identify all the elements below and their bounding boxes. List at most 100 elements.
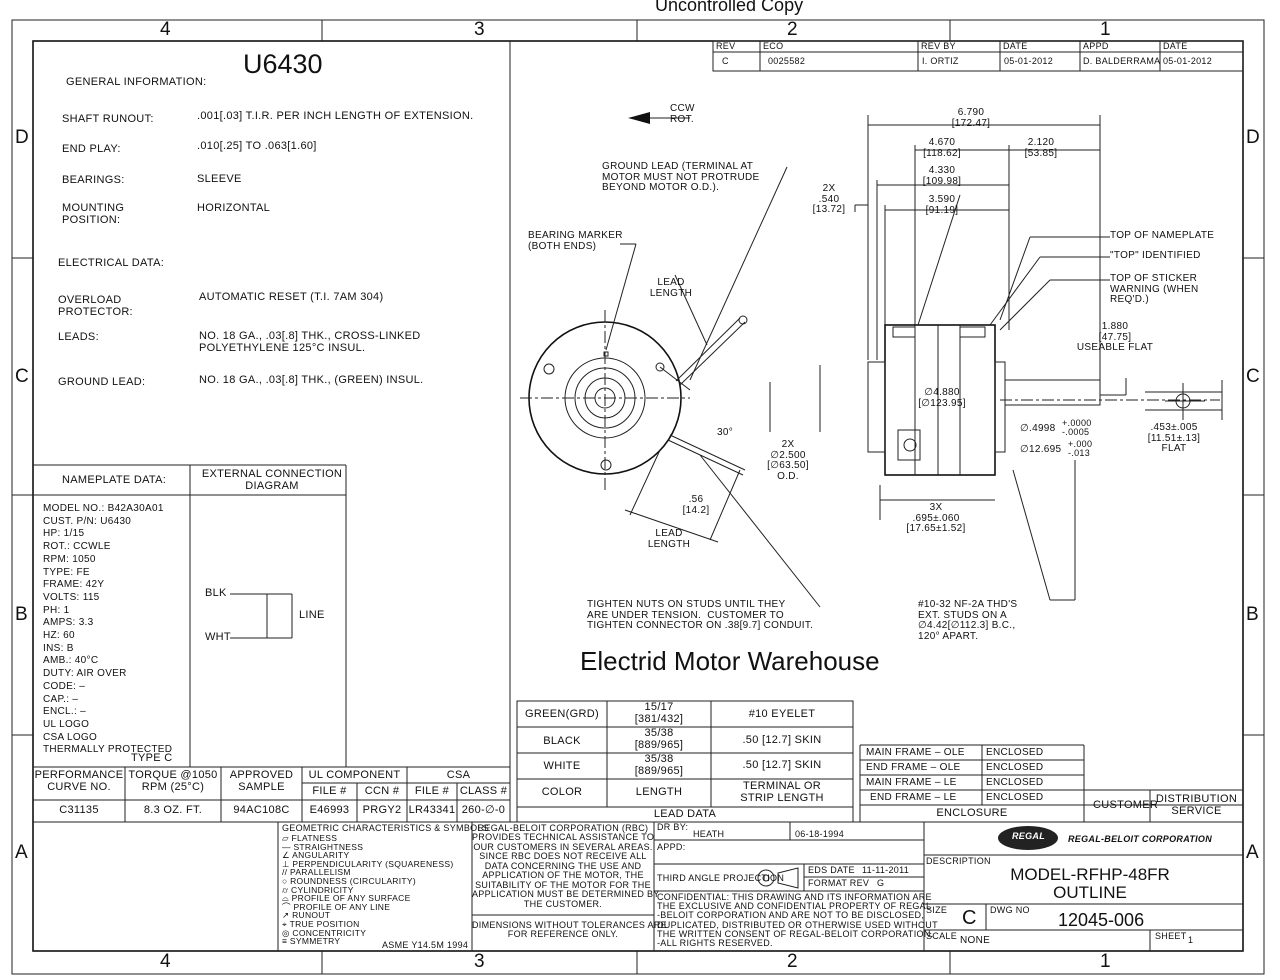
rev-header-date: DATE [1003, 41, 1028, 51]
zone-col-4-bottom: 4 [160, 951, 171, 972]
rotation-note: CCW ROT. [670, 103, 695, 125]
od-dim: 2X ∅2.500 [∅63.50] O.D. [767, 439, 809, 482]
gdt-item: ○ ROUNDNESS (CIRCULARITY) [282, 876, 417, 886]
connection-blk: BLK [205, 587, 227, 599]
lead-color: WHITE [543, 760, 581, 772]
general-value: .001[.03] T.I.R. PER INCH LENGTH OF EXTE… [197, 110, 474, 122]
dims-note: DIMENSIONS WITHOUT TOLERANCES ARE FOR RE… [472, 920, 667, 940]
shaft-tolerance: +.0000 -.0005 [1062, 418, 1092, 438]
rev-header-rev-by: REV BY [921, 41, 956, 51]
rev-by: I. ORTIZ [922, 56, 959, 66]
gdt-item: ∠ ANGULARITY [282, 850, 350, 861]
enclosure-label: END FRAME – LE [870, 792, 957, 803]
ul-header: CCN # [364, 785, 400, 797]
nameplate-line: CUST. P/N: U6430 [43, 515, 132, 527]
gdt-item: // PARALLELISM [282, 867, 351, 878]
shaft-dim: ∅.4998 [1020, 423, 1056, 434]
distribution-service: DISTRIBUTION SERVICE [1155, 793, 1238, 817]
perf-value: C31135 [59, 804, 99, 816]
dim-695: 3X .695±.060 [17.65±1.52] [906, 502, 966, 534]
perf-header: TORQUE @1050 RPM (25°C) [128, 769, 218, 793]
lead-header: TERMINAL OR STRIP LENGTH [740, 780, 824, 804]
company-name: REGAL-BELOIT CORPORATION [1068, 834, 1213, 844]
gdt-standard: ASME Y14.5M 1994 [382, 940, 469, 950]
general-label: BEARINGS: [62, 174, 125, 186]
nameplate-line: HP: 1/15 [43, 528, 85, 540]
lead-length: 35/38 [889/965] [634, 753, 684, 777]
rev-eco: 0025582 [768, 56, 806, 66]
ul-title: UL COMPONENT [308, 769, 401, 781]
dim-4670: 4.670 [118.62] [923, 137, 961, 159]
confidential-notice: CONFIDENTIAL: THIS DRAWING AND ITS INFOR… [657, 892, 938, 948]
gdt-item: ⌖ TRUE POSITION [282, 919, 360, 929]
rev-date: 05-01-2012 [1004, 56, 1054, 66]
nameplate-line: AMB.: 40°C [43, 655, 99, 667]
dim-2120: 2.120 [53.85] [1024, 137, 1058, 159]
projection-label: THIRD ANGLE PROJECTION [657, 873, 785, 883]
enclosure-label: MAIN FRAME – LE [866, 777, 957, 788]
shaft-mm-tolerance: +.000 -.013 [1068, 439, 1093, 459]
electrical-label: LEADS: [58, 331, 99, 343]
regal-logo-text: REGAL [1012, 831, 1045, 841]
angle-note: 30° [717, 427, 734, 438]
connection-line: LINE [299, 609, 325, 621]
lead-header: LENGTH [635, 786, 683, 798]
nameplate-line: HZ: 60 [43, 630, 75, 641]
sheet-label: SHEET [1155, 931, 1187, 941]
ground-lead-note: GROUND LEAD (TERMINAL AT MOTOR MUST NOT … [602, 161, 760, 193]
eds-label: EDS DATE [808, 865, 855, 875]
ul-value: 260-∅-0 [461, 804, 506, 816]
electrical-title: ELECTRICAL DATA: [58, 257, 165, 269]
perf-header: PERFORMANCE CURVE NO. [34, 769, 124, 793]
tighten-note: TIGHTEN NUTS ON STUDS UNTIL THEY ARE UND… [587, 599, 814, 631]
nameplate-line: RPM: 1050 [43, 553, 96, 565]
lead-length: 15/17 [381/432] [634, 701, 684, 725]
gdt-item: ◎ CONCENTRICITY [282, 927, 367, 938]
nameplate-line: UL LOGO [43, 718, 90, 730]
nameplate-title: NAMEPLATE DATA: [62, 474, 167, 486]
lead-color: BLACK [543, 735, 581, 747]
rev-value: C [722, 56, 729, 66]
rev-header-eco: ECO [763, 41, 784, 51]
lead-offset-dim: .56 [14.2] [682, 494, 710, 516]
gdt-title: GEOMETRIC CHARACTERISTICS & SYMBOLS [282, 823, 490, 833]
electrical-value: AUTOMATIC RESET (T.I. 7AM 304) [199, 291, 384, 303]
nameplate-line: CODE: – [43, 680, 86, 692]
front-view-drawing [520, 112, 821, 608]
gdt-item: ⊥ PERPENDICULARITY (SQUARENESS) [282, 858, 454, 869]
perf-header: APPROVED SAMPLE [229, 769, 294, 793]
nameplate-line: CAP.: – [43, 693, 79, 705]
nameplate-type: TYPE C [131, 752, 173, 764]
regal-logo: REGAL [998, 826, 1058, 850]
zone-col-3-bottom: 3 [474, 951, 485, 972]
description-label: DESCRIPTION [926, 856, 991, 866]
electrical-label: OVERLOAD PROTECTOR: [58, 294, 133, 318]
lead-length-note: LEAD LENGTH [649, 277, 693, 299]
shaft-mm-dim: ∅12.695 [1020, 444, 1062, 455]
lead-title: LEAD DATA [653, 808, 717, 820]
nameplate-line: THERMALLY PROTECTED [43, 744, 173, 756]
top-nameplate-note: TOP OF NAMEPLATE [1110, 230, 1215, 241]
dim-540: 2X .540 [13.72] [812, 183, 846, 215]
ul-value: LR43341 [408, 804, 456, 816]
zone-row-b-right: B [1246, 604, 1259, 625]
scale-label: SCALE [926, 931, 958, 941]
general-value: SLEEVE [197, 173, 242, 185]
ul-value: E46993 [309, 804, 350, 816]
enclosure-value: ENCLOSED [986, 747, 1044, 758]
lead-color: GREEN(GRD) [525, 708, 599, 720]
zone-col-2-top: 2 [787, 19, 798, 40]
dwg-label: DWG NO [990, 905, 1030, 915]
general-value: HORIZONTAL [197, 202, 271, 214]
rev-header-date-2: DATE [1163, 41, 1188, 51]
enclosure-value: ENCLOSED [986, 792, 1044, 803]
nameplate-line: TYPE: FE [43, 566, 90, 578]
ul-header: FILE # [312, 785, 347, 797]
zone-row-a-left: A [15, 842, 28, 863]
csa-title: CSA [446, 769, 471, 781]
nameplate-line: AMPS: 3.3 [43, 617, 94, 629]
rev-header-rev: REV [716, 41, 736, 51]
nameplate-line: VOLTS: 115 [43, 591, 100, 603]
general-value: .010[.25] TO .063[1.60] [197, 140, 317, 152]
